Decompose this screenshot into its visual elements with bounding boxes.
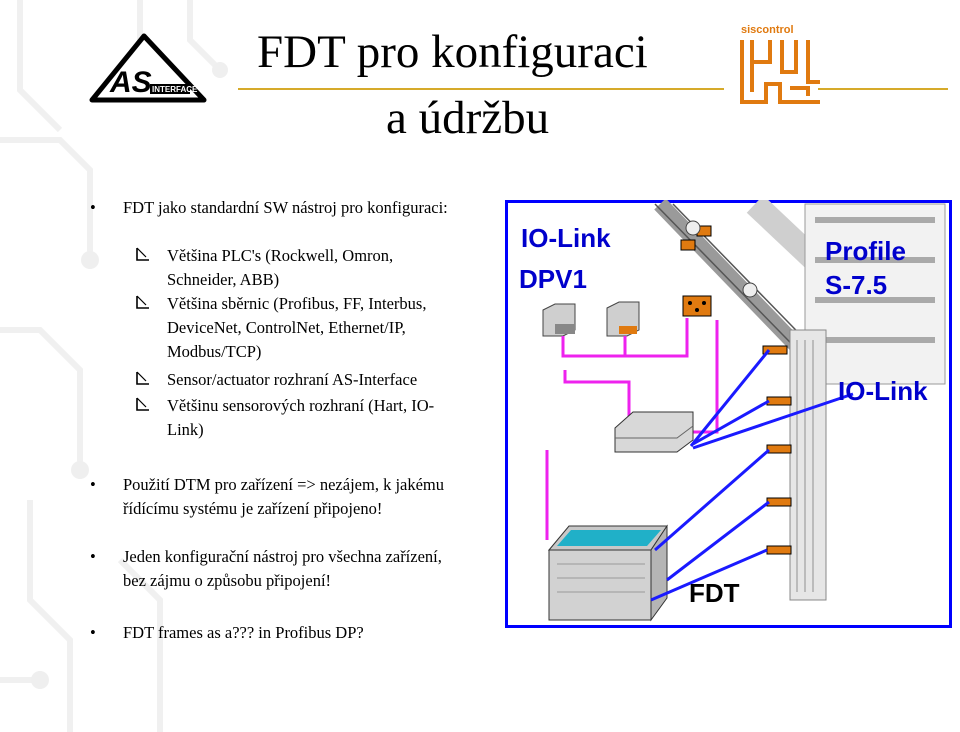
logo-as-text: AS	[109, 66, 152, 99]
arrow-bullet-icon	[136, 247, 149, 261]
io-link-modules	[680, 225, 792, 555]
as-interface-logo: AS INTERFACE	[89, 33, 207, 103]
logo-interface-text: INTERFACE	[152, 85, 198, 94]
arrow-bullet-icon	[136, 371, 149, 385]
arrow-bullet-icon	[136, 397, 149, 411]
dpv1-devices	[542, 301, 640, 337]
arrow-bullet-icon	[136, 295, 149, 309]
label-io-link-top: IO-Link	[521, 223, 611, 253]
profile-hub	[682, 220, 758, 317]
fdt-workstation	[547, 524, 668, 622]
brand-logo-text: siscontrol	[741, 24, 794, 36]
page-title-line-2: a údržbu	[386, 92, 550, 144]
label-dpv1: DPV1	[519, 264, 587, 294]
page-title-line-1: FDT pro konfiguraci	[257, 26, 648, 78]
label-profile: Profile	[825, 236, 906, 266]
label-fdt: FDT	[689, 578, 740, 608]
bullet-dot-icon: •	[90, 475, 96, 494]
label-io-link-right: IO-Link	[838, 376, 928, 406]
fdt-network-diagram: IO-Link DPV1 Profile S-7.5 IO-Link FDT	[505, 200, 952, 628]
io-link-connections	[650, 349, 854, 602]
bullet-dot-icon: •	[90, 547, 96, 566]
field-device-column	[789, 329, 827, 601]
siscontrol-logo: siscontrol	[740, 24, 820, 104]
bullet-dot-icon: •	[90, 198, 96, 217]
title-rule	[238, 88, 724, 90]
io-link-master	[614, 411, 694, 453]
label-s75: S-7.5	[825, 270, 887, 300]
bullet-dot-icon: •	[90, 623, 96, 642]
title-rule-right	[818, 88, 948, 90]
